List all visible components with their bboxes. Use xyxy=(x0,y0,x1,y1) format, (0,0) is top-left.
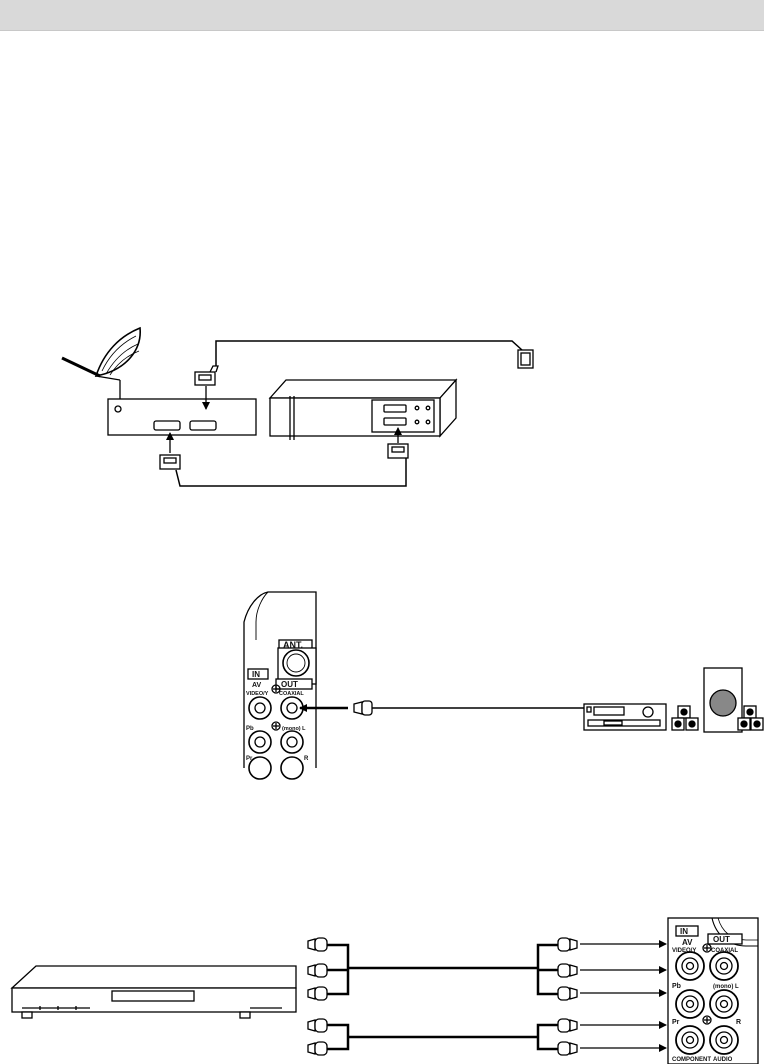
video-label: VIDEO/Y xyxy=(246,691,269,697)
scart-plug-icon xyxy=(194,365,219,386)
pb-label: Pb xyxy=(246,726,254,732)
amplifier-device xyxy=(583,703,667,731)
tv-rear-panel xyxy=(243,591,317,780)
component-label: COMPONENT xyxy=(672,1057,711,1063)
in-label: IN xyxy=(252,670,260,679)
ant-label: ANT. xyxy=(283,640,303,650)
pb-label: Pb xyxy=(672,983,681,990)
coaxial-label: COAXIAL xyxy=(279,691,304,697)
header-bar xyxy=(0,0,764,31)
audio-label: AUDIO xyxy=(713,1057,733,1063)
scart-plug-icon xyxy=(387,443,409,459)
tv-rear-panel xyxy=(667,917,759,1064)
coaxial-label: COAXIAL xyxy=(711,948,738,954)
figure-component-dvd: IN OUT AV VIDEO/Y COAXIAL Pb (mono) L Pr… xyxy=(10,917,759,1064)
dvd-player xyxy=(10,965,297,1019)
av-label: AV xyxy=(682,938,693,947)
pr-label: Pr xyxy=(672,1019,680,1026)
satellite-receiver xyxy=(107,398,257,436)
av-label: AV xyxy=(252,682,262,689)
figure-coaxial-amplifier: ANT. IN OUT AV VIDEO/Y COAXIAL Pb (mono)… xyxy=(243,591,764,780)
scart-plug-icon xyxy=(517,349,534,369)
audio-l-label: (mono) L xyxy=(282,726,306,732)
video-label: VIDEO/Y xyxy=(672,948,696,954)
scart-plug-icon xyxy=(159,454,181,470)
rca-plug-icon xyxy=(557,937,578,1056)
rca-plug-icon xyxy=(307,937,328,1056)
pr-label: Pr xyxy=(246,756,253,762)
in-label: IN xyxy=(680,927,688,936)
r-label: R xyxy=(304,756,309,762)
r-label: R xyxy=(736,1019,741,1026)
audio-l-label: (mono) L xyxy=(713,984,739,990)
figure-satellite-vcr xyxy=(61,326,534,487)
speaker-system-icon xyxy=(671,667,764,733)
rca-plug-icon xyxy=(353,700,373,716)
vcr-device xyxy=(268,378,458,440)
out-label: OUT xyxy=(281,680,298,689)
satellite-dish-icon xyxy=(61,326,141,404)
out-label: OUT xyxy=(713,935,730,944)
